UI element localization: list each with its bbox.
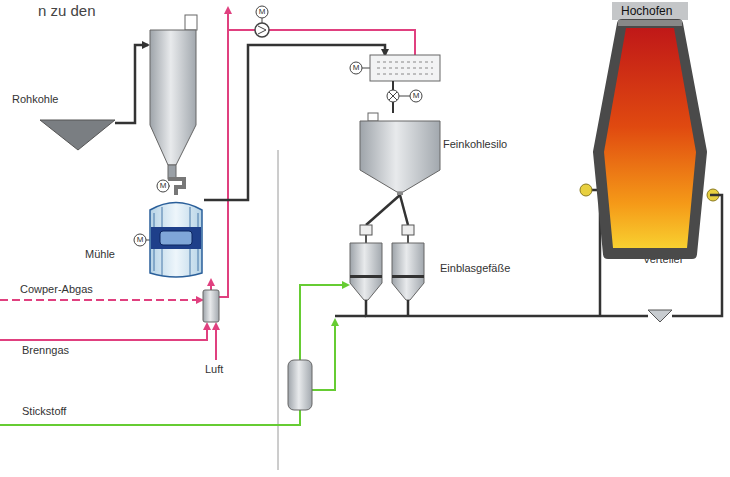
stream-label: Luft [205,363,223,376]
node-label: Feinkohlesilo [443,138,507,151]
node-label: Einblasgefäße [440,262,510,275]
stream-label: Cowper-Abgas [20,283,93,296]
coal-hopper: Rohkohle [40,120,115,152]
injection-vessels-shape [340,225,432,310]
injection-vessels: Einblasgefäße [340,225,432,310]
blast-furnace: Hochofen [590,2,710,264]
pipe-connector [366,310,648,316]
motor-symbol: M [160,182,167,190]
coal-hopper-shape [40,120,115,152]
coal-mill: Mühle [148,15,204,277]
node-label: Hochofen [621,4,672,18]
fine-coal-silo: Feinkohlesilo [345,55,445,195]
motor-symbol: M [259,8,266,16]
cut-off-text: n zu den [38,2,96,20]
coal-mill-shape [148,15,204,277]
stream-label: Brenngas [22,344,69,357]
pipe-connector [366,195,400,225]
distributor-shape [648,308,672,324]
distributor: Verteiler [648,308,672,324]
stream-label: Stickstoff [22,405,66,418]
node-label: Rohkohle [12,93,58,106]
pipe-connector [400,195,408,225]
pipe-connector [204,45,385,200]
blast-furnace-shape [590,2,710,264]
node-label: Mühle [85,248,115,261]
fine-coal-silo-shape [345,55,445,195]
motor-symbol: M [353,64,360,72]
pipe-connector [115,45,148,123]
motor-symbol: M [413,92,420,100]
motor-symbol: M [137,236,144,244]
